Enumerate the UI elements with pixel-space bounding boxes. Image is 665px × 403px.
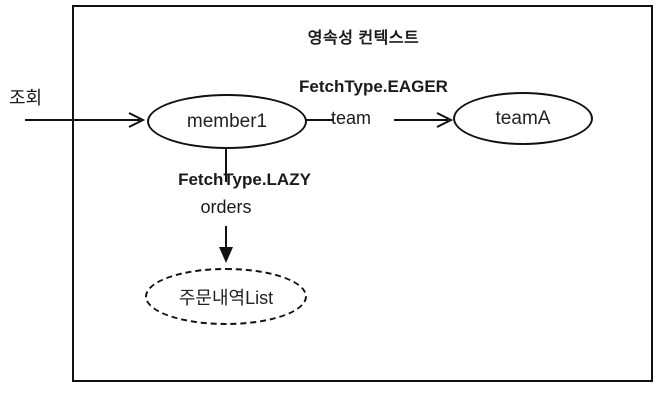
query-arrow-head-icon [128,112,146,128]
orders-arrow-head-icon [219,247,233,263]
team-field-label: team [330,108,372,128]
node-teamA-label: teamA [495,107,551,129]
query-label: 조회 [9,88,43,108]
node-orders-list-label: 주문내역List [178,287,274,308]
orders-field-label: orders [200,197,252,217]
node-member1-label: member1 [186,110,268,132]
persistence-context-title: 영속성 컨텍스트 [307,30,420,47]
fetch-type-eager-label: FetchType.EAGER [299,77,448,96]
team-arrow-head-icon [436,112,454,128]
node-orders-list: 주문내역List [145,268,307,325]
fetch-type-lazy-label: FetchType.LAZY [178,170,311,189]
node-teamA: teamA [453,92,593,145]
persistence-context-box [72,5,653,382]
node-member1: member1 [147,94,307,149]
